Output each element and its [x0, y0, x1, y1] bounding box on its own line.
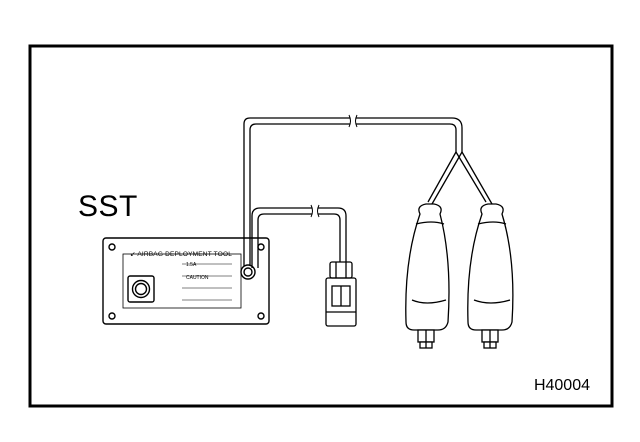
sst-label: SST — [78, 190, 138, 223]
tool-title-label: ↙ AIRBAG DEPLOYMENT TOOL — [130, 250, 232, 258]
clip-left — [405, 203, 450, 349]
connector-plug — [325, 261, 357, 327]
deployment-tool-box — [102, 237, 270, 325]
figure-id-label: H40004 — [533, 377, 590, 394]
caution-label: CAUTION — [186, 275, 209, 281]
cable-main — [243, 114, 493, 266]
brand-mark: ↙ — [130, 251, 136, 258]
cable-connector — [251, 204, 347, 268]
clip-right — [467, 203, 514, 349]
rating-label: 1.5A — [186, 262, 197, 268]
tool-title: AIRBAG DEPLOYMENT TOOL — [137, 251, 233, 258]
figure-frame — [28, 44, 614, 408]
